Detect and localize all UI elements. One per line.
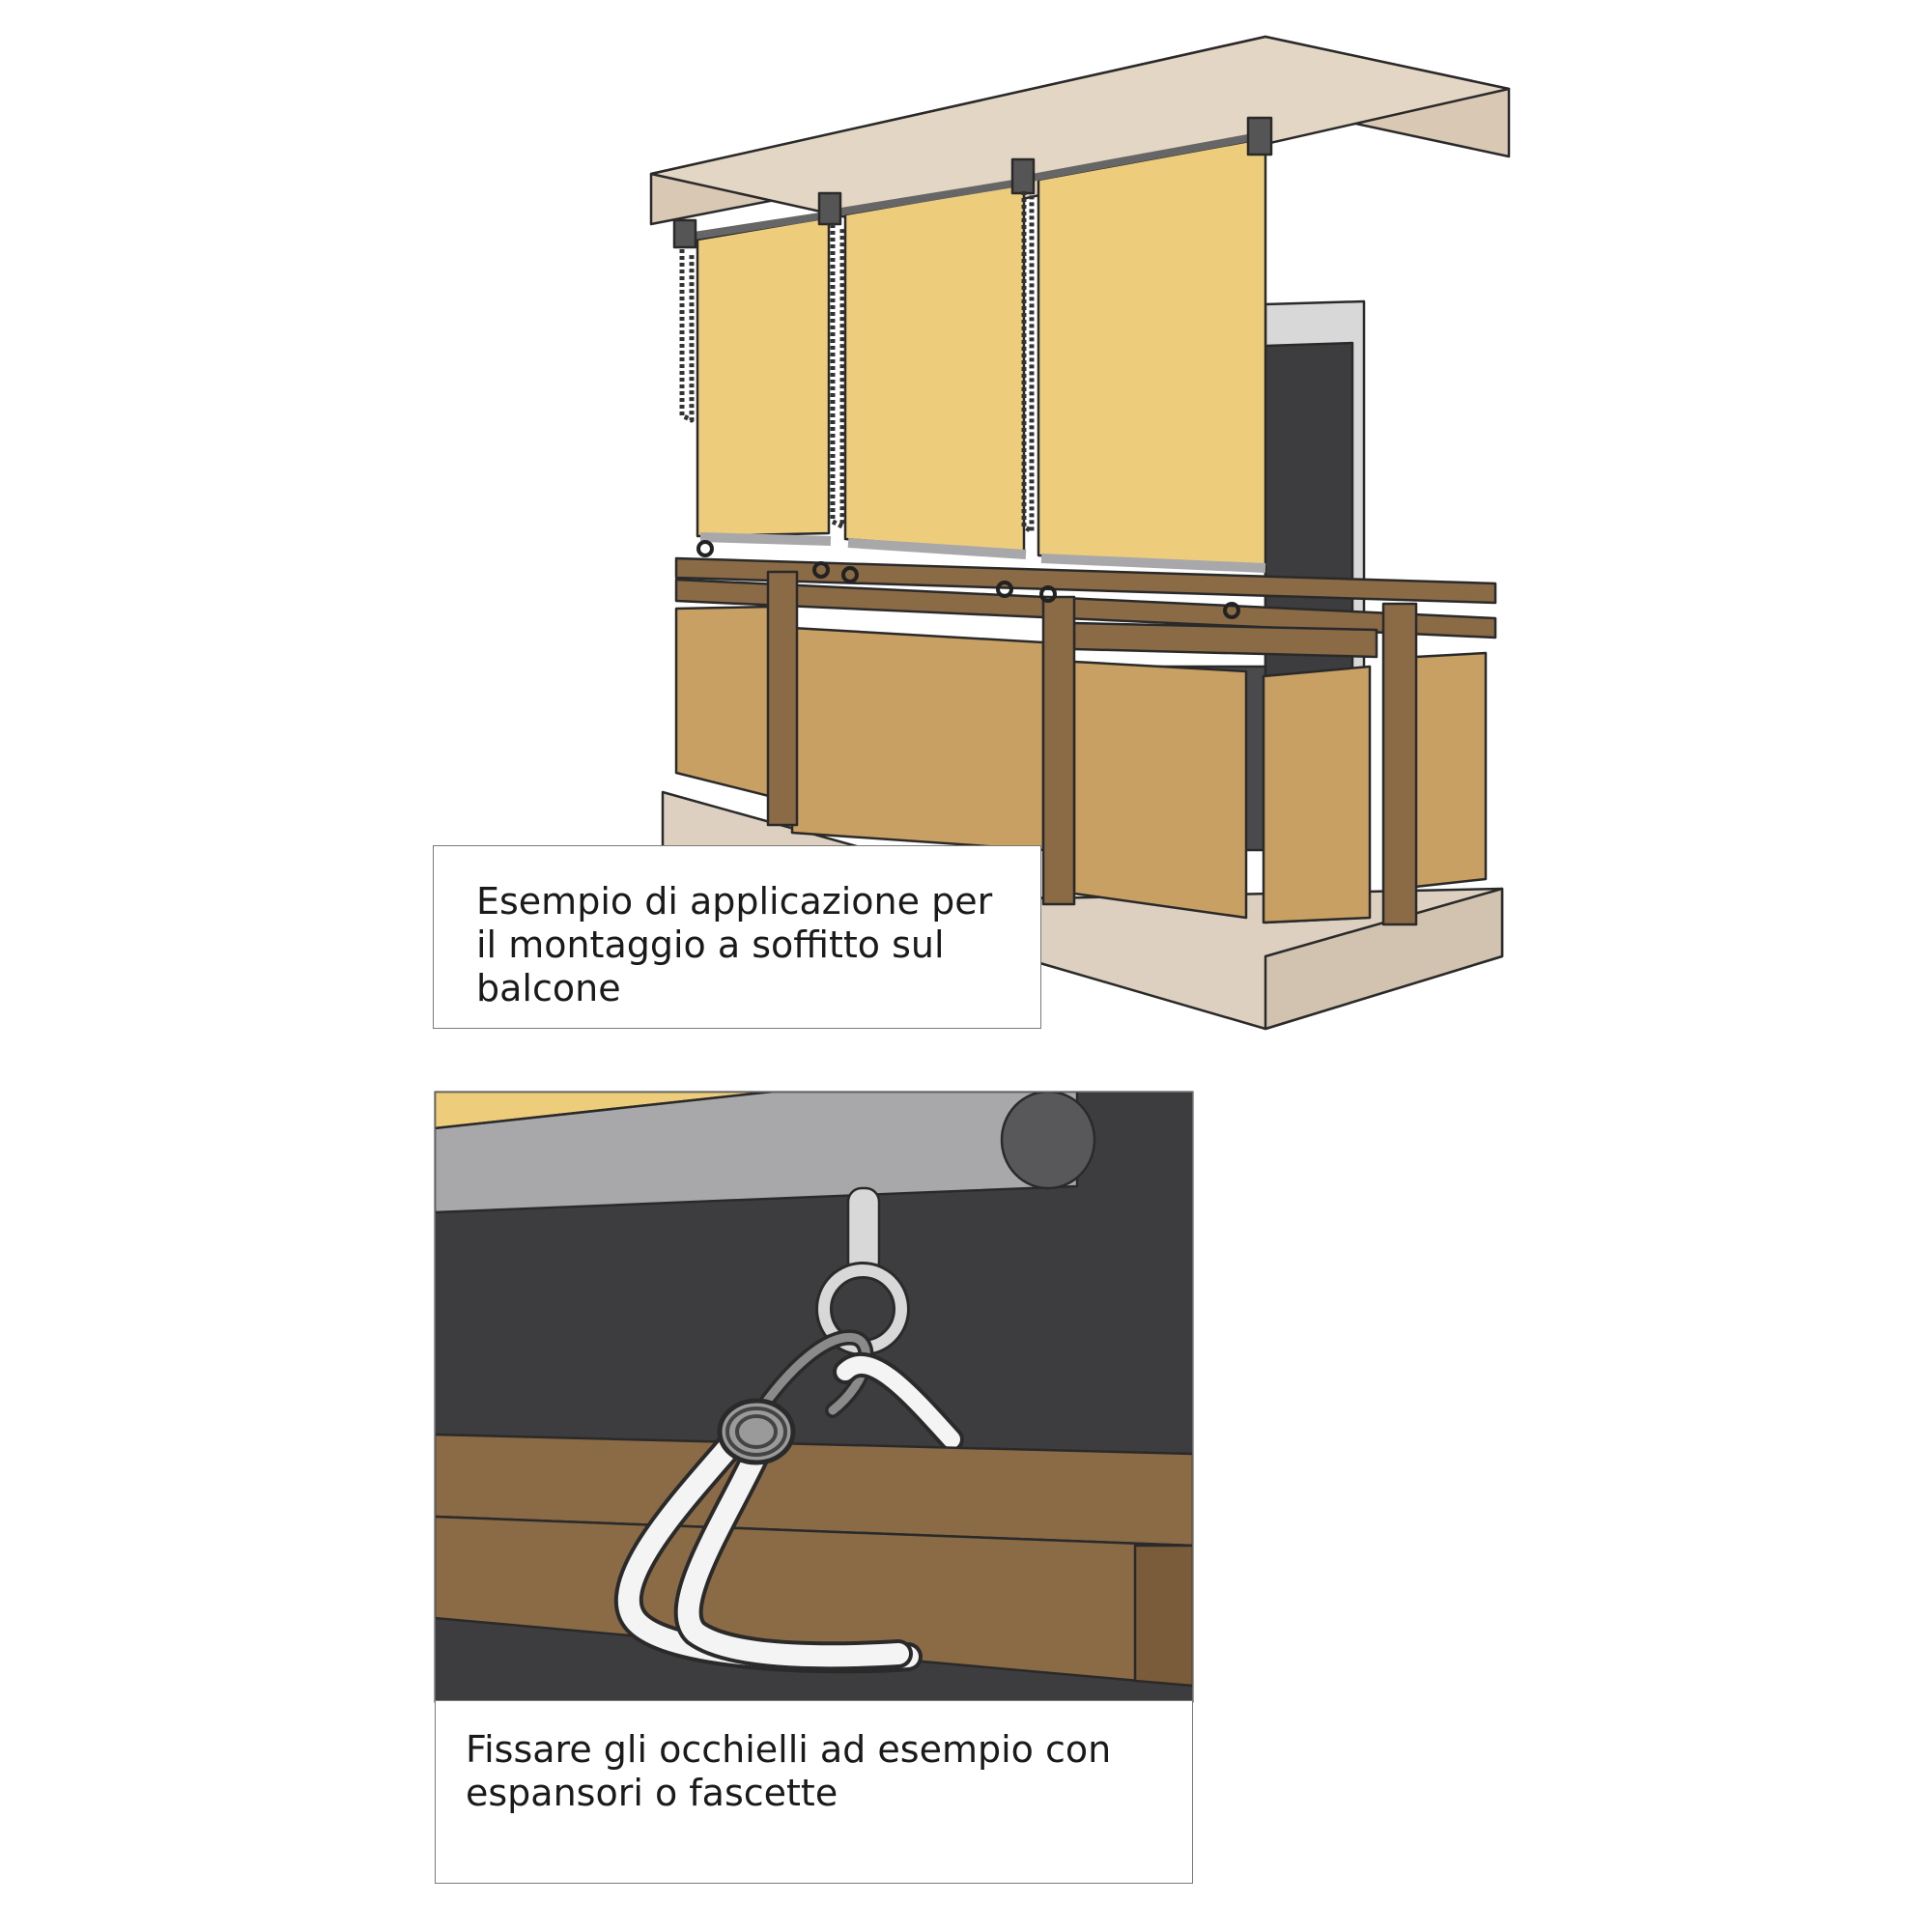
ceiling-slab [649, 35, 1511, 230]
wooden-rail-top [435, 1433, 1193, 1548]
wooden-rail-face [435, 1515, 1193, 1688]
mounting-bracket [817, 191, 842, 226]
eyelet-ties [696, 540, 1240, 619]
pull-chains [679, 191, 1035, 534]
caption-ceiling-mounting: Esempio di applicazione per il montaggio… [433, 845, 1041, 1029]
railing-rails [674, 556, 1497, 659]
mounting-bracket [672, 218, 697, 249]
mounting-bracket [1246, 116, 1273, 156]
detail-illustration [434, 1091, 1194, 1703]
railing-posts [766, 570, 1418, 926]
roller-blinds [672, 116, 1273, 573]
weight-bar [699, 532, 832, 546]
blind-2 [843, 182, 1026, 554]
weight-bar [1040, 554, 1266, 573]
weight-bar-end [1000, 1092, 1096, 1190]
blind-3 [1037, 136, 1267, 568]
railing-panels [674, 605, 1488, 924]
mounting-bracket [1010, 157, 1036, 195]
blind-1 [696, 215, 831, 538]
cord-crimp [717, 1398, 796, 1465]
weight-bar [847, 538, 1027, 559]
caption-eyelet-fixing: Fissare gli occhielli ad esempio con esp… [435, 1700, 1193, 1884]
